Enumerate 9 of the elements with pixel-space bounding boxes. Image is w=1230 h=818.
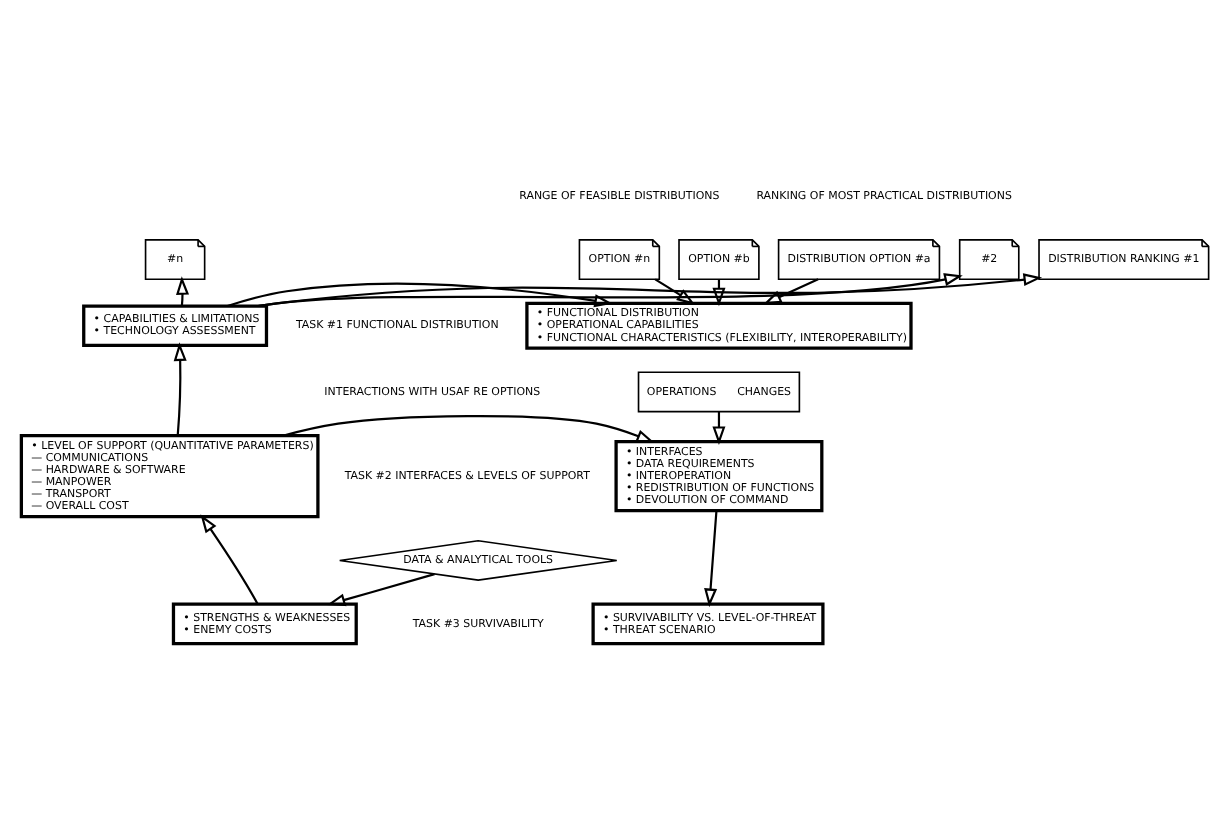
- arrow: [712, 278, 726, 306]
- arrow: [173, 341, 187, 435]
- arrow: [763, 277, 819, 304]
- arrow: [654, 277, 696, 304]
- arrow: [227, 281, 613, 307]
- arrow: [200, 513, 259, 604]
- arrow: [704, 509, 718, 607]
- arrow: [283, 414, 655, 442]
- arrow: [326, 572, 435, 606]
